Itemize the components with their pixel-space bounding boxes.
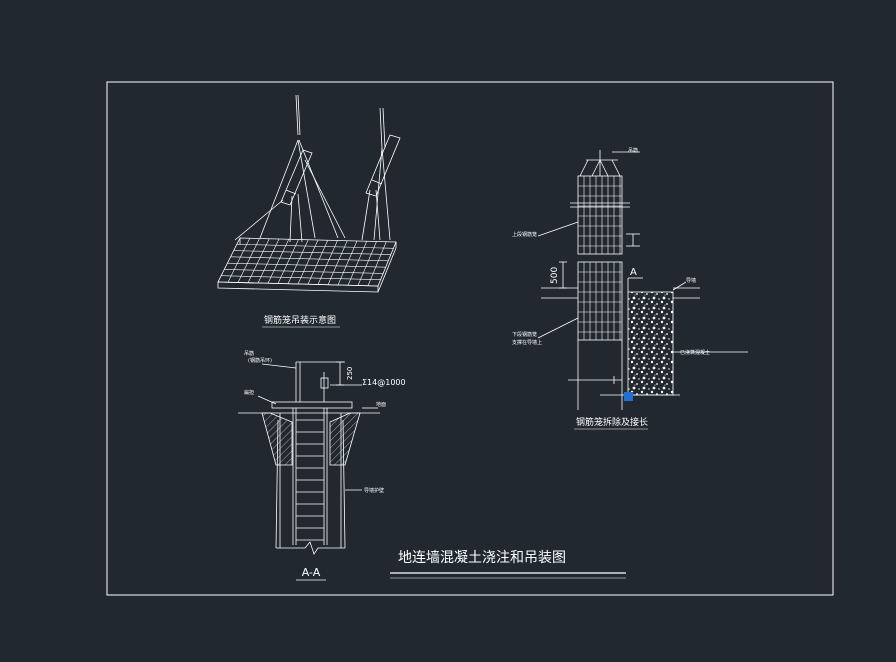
section-label-rebar-spec: Σ14@1000 [362,378,406,387]
rebar-line [227,262,386,268]
rebar-line [367,241,387,286]
rebar-line [317,240,338,285]
rebar-line [247,238,270,283]
rebar-line [237,238,260,283]
joint-view [537,150,748,410]
joint-label-concrete: 已浇筑混凝土 [680,349,710,356]
joint-label-upper-cage: 上段钢筋笼 [512,231,537,238]
section-label-dim: 250 [346,367,354,380]
rebar-line [267,239,290,284]
rebar-line [257,238,280,284]
rebar-line [347,241,368,286]
rebar-line [233,250,391,255]
joint-label-marker: A [630,267,637,278]
rebar-line [337,240,358,286]
section-label-beam: 扁担 [244,389,254,396]
lifting-view [217,94,401,293]
section-label-aa: A-A [302,566,321,579]
section-label-guide-wall: 导墙护壁 [364,487,384,494]
joint-label-dim-500: 500 [550,267,560,284]
rebar-line [277,239,299,284]
joint-label-top: 吊筋 [628,147,638,154]
section-label-hanger: 吊筋 [244,350,254,357]
drawing-frame [106,81,834,596]
rebar-line [357,241,377,286]
joint-label-lower-cage-sub: 支撑在导墙上 [512,339,542,346]
joint-label-lower-cage: 下段钢筋笼 [512,331,537,338]
section-label-ground: 地面 [376,401,386,408]
rebar-line [307,240,329,285]
drawing-title: 地连墙混凝土浇注和吊装图 [398,550,566,566]
rebar-line [287,239,309,284]
highlight-marker [624,392,633,401]
joint-caption: 钢筋笼拆除及接长 [576,416,648,428]
joint-label-guide: 导墙 [686,277,696,284]
rebar-line [327,240,348,285]
section-view [238,361,380,555]
rebar-line [236,243,394,249]
lifting-caption: 钢筋笼吊装示意图 [264,314,336,326]
rebar-line [227,238,251,283]
rebar-line [230,256,389,262]
rebar-line [224,269,384,274]
section-label-hanger-sub: (钢筋吊环) [248,357,272,364]
rebar-line [221,275,381,281]
rebar-line [297,239,319,285]
